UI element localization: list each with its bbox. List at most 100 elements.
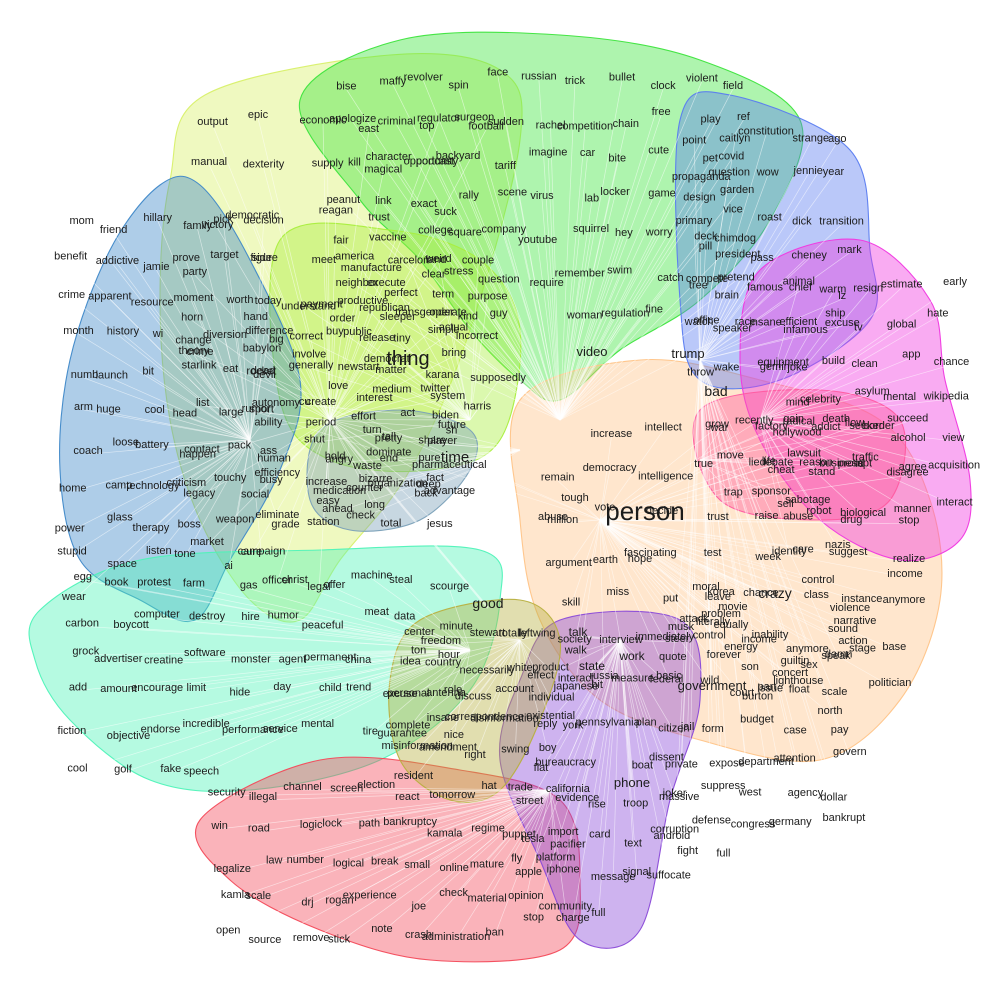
cluster-edge [699, 459, 734, 496]
word-label: equally [714, 619, 749, 631]
cluster-edge [157, 649, 471, 692]
cluster-edge [759, 284, 800, 421]
word-label: work [618, 649, 645, 663]
word-label: easy [316, 495, 340, 507]
word-label: creatine [144, 655, 183, 667]
word-label: logical [333, 858, 364, 870]
word-label: warm [818, 283, 846, 295]
word-label: karana [426, 369, 461, 381]
word-label: roast [757, 212, 781, 224]
word-label: musk [668, 621, 695, 633]
word-label: christ [282, 574, 308, 586]
word-label: wear [61, 591, 86, 603]
word-label: product [532, 661, 569, 673]
cluster-edge [699, 359, 754, 828]
cluster-edge [329, 310, 385, 421]
cluster-edge [619, 639, 667, 761]
word-label: medication [313, 485, 366, 497]
cluster-edge [125, 439, 251, 447]
word-label: system [430, 390, 465, 402]
word-label: california [546, 783, 591, 795]
cluster-edge [559, 273, 621, 421]
cluster-edge [529, 639, 621, 804]
word-label: violence [830, 602, 870, 614]
cluster-edge [413, 639, 521, 780]
cluster-edge [599, 519, 808, 653]
word-label: weird [424, 253, 451, 265]
cluster-edge [304, 404, 471, 421]
cluster-edge [148, 374, 251, 441]
cluster-hull-c-blue [674, 91, 878, 390]
word-label: york [563, 720, 584, 732]
cluster-edge [672, 359, 701, 660]
cluster-edge [264, 377, 331, 421]
cluster-edge [327, 419, 331, 504]
word-label: nice [444, 729, 464, 741]
cluster-edge [699, 134, 767, 361]
cluster-edge [699, 459, 772, 495]
cluster-edge [505, 124, 561, 421]
cluster-edge [619, 639, 678, 643]
word-label: history [107, 325, 140, 337]
cluster-edge [261, 260, 331, 421]
cluster-edge [599, 519, 671, 602]
word-label: execute [367, 277, 406, 289]
cluster-edge [759, 419, 954, 442]
word-label: necessarily [459, 664, 515, 676]
word-label: scourge [430, 581, 469, 593]
cluster-edge [338, 789, 551, 943]
cluster-edge [322, 628, 471, 651]
word-label: home [59, 482, 87, 494]
cluster-edge [599, 519, 863, 653]
word-label: anymore [883, 594, 926, 606]
word-label: bullet [609, 72, 635, 84]
cluster-edge [118, 439, 251, 489]
cluster-edge [249, 439, 262, 555]
cluster-edge [559, 84, 576, 421]
cluster-edge [249, 260, 265, 441]
cluster-edge [599, 519, 819, 584]
cluster-edge [599, 466, 704, 521]
cluster-edge [249, 405, 277, 441]
word-label: question [478, 273, 520, 285]
word-label: iphone [547, 863, 580, 875]
cluster-edge [258, 789, 551, 832]
word-label: expose [709, 758, 744, 770]
word-label: horn [181, 312, 203, 324]
word-label: dominate [366, 446, 411, 458]
word-label: suck [434, 206, 457, 218]
cluster-edge [156, 269, 251, 441]
cluster-edge [255, 411, 601, 521]
word-label: global [887, 319, 916, 331]
cluster-edge [342, 321, 561, 421]
word-label: total [381, 518, 402, 530]
cluster-edge [699, 290, 766, 361]
cluster-edge [109, 299, 251, 441]
word-label: source [248, 934, 281, 946]
cluster-edge [599, 519, 906, 578]
cluster-edge [759, 292, 834, 421]
word-label: monster [231, 654, 271, 666]
word-label: ai [224, 560, 233, 572]
word-label: understand [281, 300, 336, 312]
word-label: tesla [521, 833, 545, 845]
cluster-edge [759, 363, 834, 421]
word-label: chief [789, 281, 813, 293]
cluster-edge [540, 639, 621, 679]
word-label: wow [756, 167, 779, 179]
word-label: radical [783, 416, 815, 428]
cluster-edge [699, 359, 806, 797]
cluster-edge [575, 519, 601, 682]
word-label: number [287, 854, 325, 866]
word-label: president [715, 249, 760, 261]
word-label: sound [828, 623, 858, 635]
word-label: bankrupt [822, 812, 865, 824]
cluster-edge [449, 589, 471, 651]
cluster-edge [276, 419, 331, 584]
word-label: intellect [645, 421, 682, 433]
word-label: life [762, 456, 776, 468]
word-label: disagree [886, 466, 928, 478]
word-label: day [273, 681, 291, 693]
cluster-edge [699, 323, 707, 361]
cluster-edge [619, 639, 673, 840]
